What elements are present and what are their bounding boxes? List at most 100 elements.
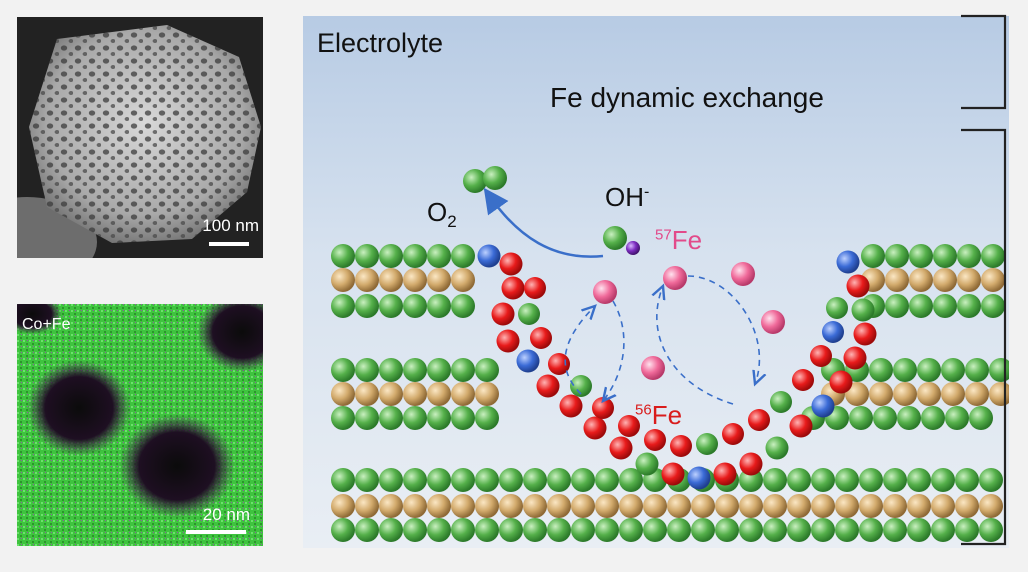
cobalt-atom bbox=[499, 468, 523, 492]
layered-metal-atom bbox=[643, 494, 667, 518]
cobalt-atom bbox=[475, 406, 499, 430]
fe57-atom bbox=[641, 356, 665, 380]
layered-metal-atom bbox=[403, 268, 427, 292]
fe57-label: 57Fe bbox=[655, 225, 702, 256]
cobalt-atom bbox=[873, 406, 897, 430]
hydrogen-atom bbox=[626, 241, 640, 255]
electrolyte-bracket bbox=[961, 14, 1007, 110]
fe56-atom bbox=[548, 353, 570, 375]
atom-layer bbox=[331, 166, 1009, 542]
cobalt-atom bbox=[885, 244, 909, 268]
cobalt-atom bbox=[619, 468, 643, 492]
fe56-atom bbox=[592, 397, 614, 419]
cobalt-atom bbox=[547, 518, 571, 542]
cobalt-atom bbox=[427, 518, 451, 542]
catalyst-bracket bbox=[961, 128, 1007, 546]
cobalt-atom bbox=[331, 468, 355, 492]
cobalt-atom bbox=[941, 358, 965, 382]
cobalt-atom bbox=[691, 518, 715, 542]
cobalt-atom bbox=[427, 294, 451, 318]
cobalt-atom bbox=[933, 244, 957, 268]
fe56-text: Fe bbox=[651, 400, 683, 430]
cobalt-atom bbox=[427, 406, 451, 430]
layered-metal-atom bbox=[427, 494, 451, 518]
layered-metal-atom bbox=[499, 494, 523, 518]
layered-metal-atom bbox=[451, 382, 475, 406]
layered-metal-atom bbox=[331, 382, 355, 406]
cobalt-atom bbox=[475, 358, 499, 382]
cobalt-atom bbox=[931, 468, 955, 492]
cobalt-atom bbox=[811, 468, 835, 492]
cobalt-atom bbox=[979, 518, 1003, 542]
cobalt-atom bbox=[451, 244, 475, 268]
layered-metal-atom bbox=[451, 494, 475, 518]
cobalt-atom bbox=[667, 518, 691, 542]
layered-metal-atom bbox=[547, 494, 571, 518]
cobalt-atom bbox=[379, 468, 403, 492]
cobalt-atom bbox=[965, 358, 989, 382]
cobalt-atom bbox=[909, 244, 933, 268]
cobalt-atom bbox=[859, 468, 883, 492]
cobalt-atom bbox=[981, 294, 1005, 318]
cobalt-atom bbox=[955, 468, 979, 492]
layered-metal-atom bbox=[845, 382, 869, 406]
layered-metal-atom bbox=[869, 382, 893, 406]
eds-map-title: Co+Fe bbox=[22, 316, 71, 333]
fe56-atom bbox=[524, 277, 546, 299]
cobalt-atom bbox=[451, 468, 475, 492]
layered-metal-atom bbox=[451, 268, 475, 292]
cobalt-atom bbox=[571, 468, 595, 492]
cobalt-atom bbox=[355, 406, 379, 430]
cobalt-atom bbox=[897, 406, 921, 430]
cobalt-atom bbox=[571, 518, 595, 542]
layered-metal-atom bbox=[811, 494, 835, 518]
cobalt-atom bbox=[715, 518, 739, 542]
fe56-atom bbox=[559, 394, 583, 418]
layered-metal-atom bbox=[355, 382, 379, 406]
cobalt-atom bbox=[595, 518, 619, 542]
cobalt-atom bbox=[595, 468, 619, 492]
surface-metal-atom bbox=[687, 466, 711, 490]
surface-metal-atom bbox=[516, 349, 540, 373]
cobalt-atom bbox=[969, 406, 993, 430]
fe57-mass-number: 57 bbox=[655, 226, 672, 244]
cobalt-atom bbox=[403, 358, 427, 382]
fe56-atom bbox=[713, 462, 737, 486]
cobalt-atom bbox=[883, 518, 907, 542]
fe-dynamic-exchange-label: Fe dynamic exchange bbox=[550, 82, 824, 113]
layered-metal-atom bbox=[379, 494, 403, 518]
cobalt-atom bbox=[643, 518, 667, 542]
cobalt-atom bbox=[518, 303, 540, 325]
fe56-atom bbox=[810, 345, 832, 367]
schematic-canvas bbox=[303, 16, 1009, 548]
cobalt-atom bbox=[849, 406, 873, 430]
eds-map-panel: Co+Fe 20 nm bbox=[17, 304, 263, 546]
fe56-atom bbox=[501, 276, 525, 300]
cobalt-atom bbox=[787, 518, 811, 542]
exchange-arrow-up-left bbox=[564, 306, 595, 395]
cobalt-atom bbox=[979, 468, 1003, 492]
fe56-atom bbox=[748, 409, 770, 431]
cobalt-atom bbox=[451, 358, 475, 382]
cobalt-atom bbox=[379, 244, 403, 268]
cobalt-atom bbox=[869, 358, 893, 382]
fe56-atom bbox=[789, 414, 813, 438]
layered-metal-atom bbox=[979, 494, 1003, 518]
cobalt-atom bbox=[523, 518, 547, 542]
fe56-atom bbox=[722, 423, 744, 445]
fe56-atom bbox=[609, 436, 633, 460]
cobalt-atom bbox=[787, 468, 811, 492]
oxygen-atom bbox=[483, 166, 507, 190]
fe56-atom bbox=[829, 370, 853, 394]
cobalt-atom bbox=[355, 358, 379, 382]
fe56-mass-number: 56 bbox=[635, 401, 652, 419]
layered-metal-atom bbox=[957, 268, 981, 292]
exchange-arrow-down-right bbox=[687, 275, 759, 384]
cobalt-atom bbox=[331, 518, 355, 542]
cobalt-atom bbox=[403, 294, 427, 318]
cobalt-atom bbox=[696, 433, 718, 455]
layered-metal-atom bbox=[763, 494, 787, 518]
cobalt-atom bbox=[907, 518, 931, 542]
layered-metal-atom bbox=[403, 382, 427, 406]
layered-metal-atom bbox=[955, 494, 979, 518]
